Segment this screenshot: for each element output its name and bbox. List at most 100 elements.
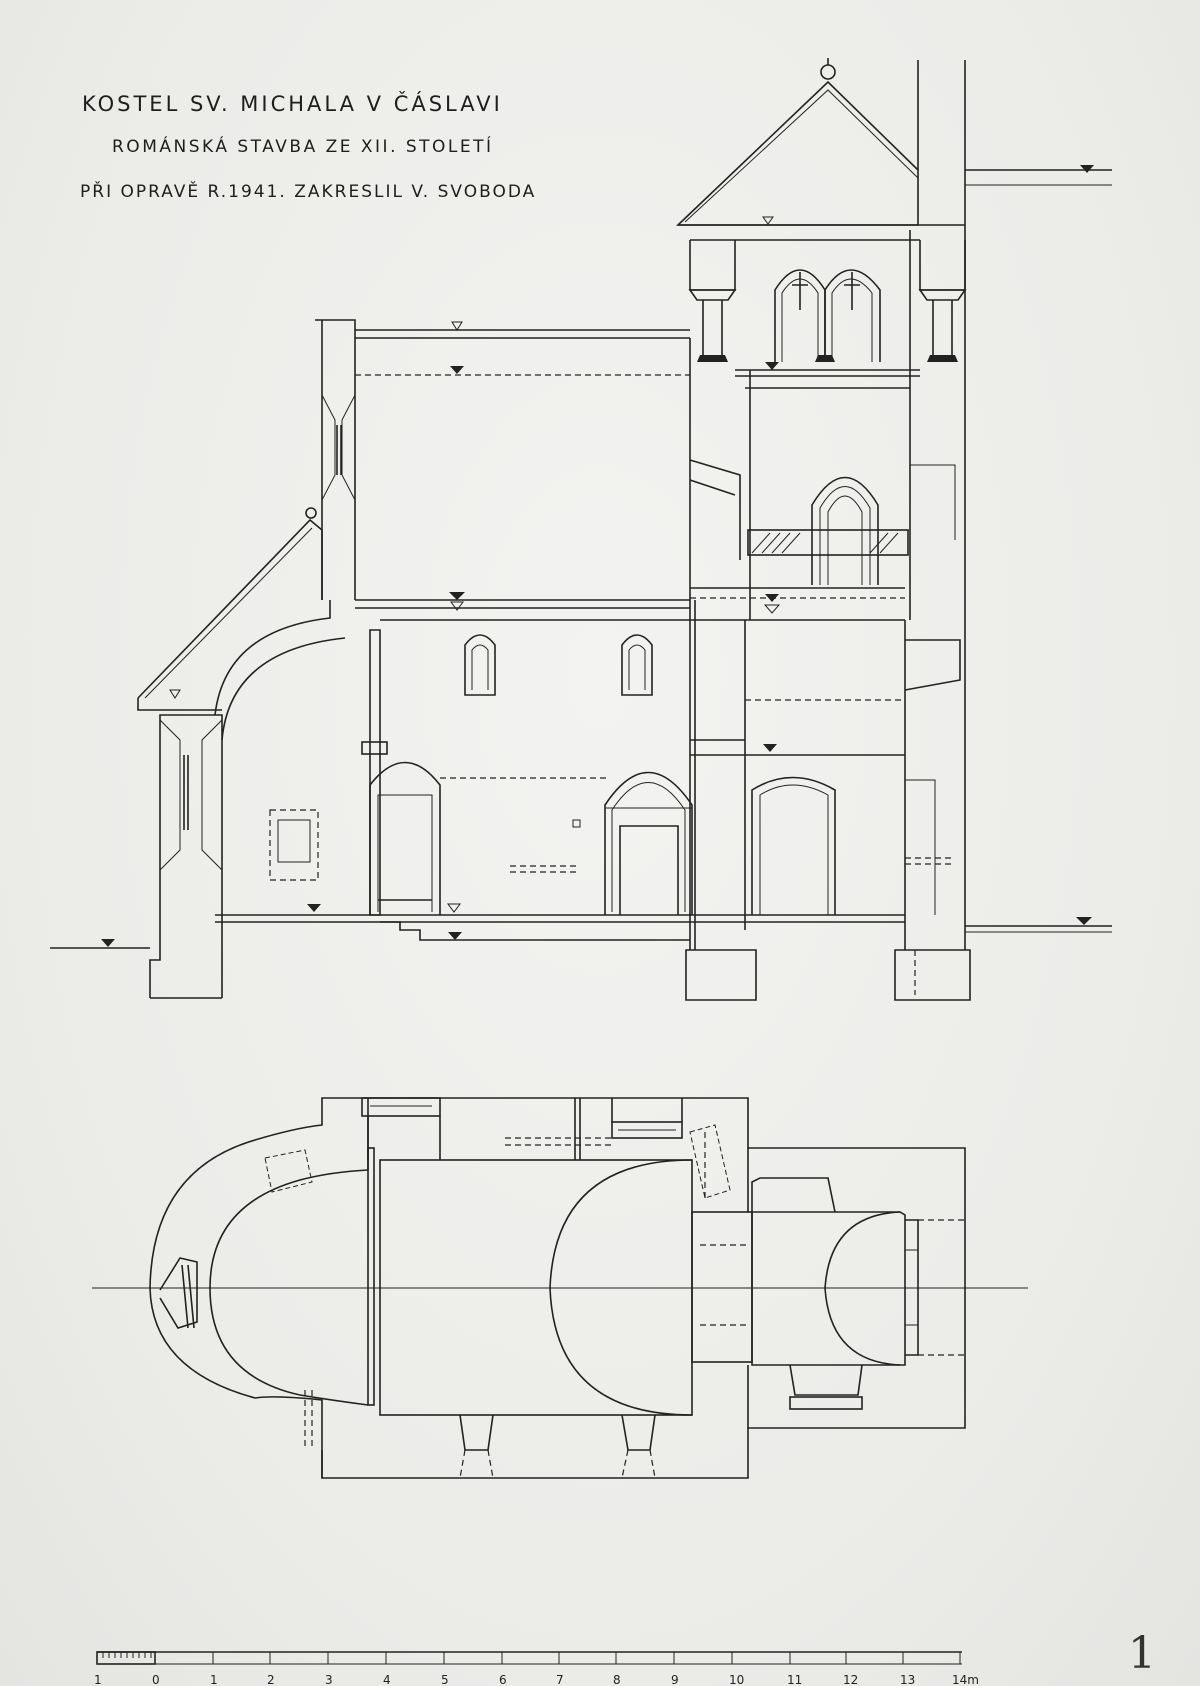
- plan-nave-vault-curve: [549, 1159, 693, 1416]
- level-marker-icon: [169, 689, 181, 699]
- level-marker-icon: [451, 321, 463, 331]
- scale-bar-label: 5: [441, 1673, 449, 1686]
- belfry-right-base: [927, 355, 958, 362]
- plan-tower-east-wall: [905, 1219, 919, 1356]
- scale-bar-label: 8: [613, 1673, 621, 1686]
- belfry-right-column: [932, 300, 953, 355]
- tower-window-arch-inner: [819, 486, 871, 585]
- section-elevation: [50, 58, 1112, 1001]
- tower-gable-inner: [684, 89, 919, 223]
- plan-tower-north: [751, 1177, 836, 1213]
- nave-window-2-inner: [628, 644, 646, 690]
- portal-bracket: [361, 741, 388, 755]
- plan-apse-window-dash: [264, 1149, 313, 1193]
- plan-north-jambs-2: [611, 1098, 683, 1122]
- belfry-window-left: [774, 269, 826, 362]
- apse-wall: [149, 714, 223, 998]
- plan-south-buttress-2: [621, 1414, 656, 1451]
- south-portal-arch-inner: [611, 782, 686, 912]
- belfry-left-base: [697, 355, 728, 362]
- annex-upper: [910, 464, 956, 540]
- plan-nave-west-pier: [367, 1147, 375, 1406]
- tower-finial: [820, 64, 836, 80]
- tower-lower-arch-inner: [759, 784, 829, 915]
- nave-window-1-inner: [471, 644, 489, 690]
- level-markers: [101, 165, 1094, 947]
- ground-plan: [92, 1097, 1028, 1479]
- tower-gable: [676, 80, 919, 226]
- level-marker-icon: [765, 362, 779, 370]
- scale-bar-label: 12: [843, 1673, 858, 1686]
- portal-pointed-arch: [369, 761, 441, 915]
- plan-north-oblique: [689, 1124, 731, 1199]
- plan-apse-east-window: [159, 1257, 198, 1329]
- apse-vault-curve: [214, 600, 331, 716]
- scale-bar-label: 6: [499, 1673, 507, 1686]
- plan-tower-passage: [691, 1211, 753, 1363]
- plan-south-dash-2: [621, 1449, 656, 1479]
- level-marker-icon: [763, 744, 777, 752]
- belfry-window-right-inner: [831, 278, 873, 362]
- cross-icon: [844, 272, 860, 310]
- plan-tower-east-dash: [918, 1219, 965, 1356]
- apse-cross-finial: [305, 507, 317, 519]
- plan-tower: [751, 1211, 906, 1366]
- plan-tower-east-lines: [905, 1249, 918, 1326]
- tower-right-edge: [917, 60, 966, 950]
- level-marker-icon: [762, 216, 774, 225]
- scale-bar-label: 7: [556, 1673, 564, 1686]
- plan-south-dash-1: [459, 1449, 494, 1479]
- belfry-left-column: [702, 300, 723, 355]
- plan-tower-dash: [700, 1244, 750, 1326]
- title-line-3: PŘI OPRAVĚ R.1941. ZAKRESLIL V. SVOBODA: [80, 182, 537, 202]
- plan-north-opening-1: [361, 1097, 441, 1117]
- niche-inner: [277, 819, 311, 863]
- tower-stair: [689, 459, 741, 560]
- level-marker-icon: [448, 932, 462, 940]
- scale-bar-subdivided-unit: [96, 1651, 156, 1665]
- belfry-left-capital: [688, 289, 737, 301]
- plan-tower-south-sill: [789, 1396, 863, 1410]
- tower-foundation-left: [685, 949, 757, 1001]
- plan-tower-apse: [824, 1211, 901, 1366]
- level-marker-icon: [450, 366, 464, 374]
- gable-window-splay: [321, 394, 356, 501]
- scale-bar-label: 14m: [952, 1673, 979, 1686]
- nave-window-2: [621, 634, 653, 696]
- apse-window-splay: [159, 719, 223, 871]
- south-portal-door: [619, 825, 679, 915]
- title-line-1: KOSTEL SV. MICHALA V ČÁSLAVI: [82, 92, 503, 116]
- level-marker-icon: [101, 939, 115, 947]
- belfry-right-block: [919, 240, 966, 291]
- level-marker-icon: [765, 594, 779, 602]
- scale-bar-label: 1: [94, 1673, 102, 1686]
- belfry-mid-base: [815, 355, 835, 362]
- scale-bar-label: 1: [210, 1673, 218, 1686]
- scale-bar-label: 4: [383, 1673, 391, 1686]
- tower-window-arch: [811, 476, 879, 585]
- level-marker-icon: [1076, 917, 1092, 925]
- plan-south-buttress-1: [459, 1414, 494, 1451]
- niche-dashed: [269, 809, 319, 881]
- plan-apse-window-line-2: [187, 1264, 195, 1329]
- tower-foundation-right: [894, 949, 971, 1001]
- scale-bar-label: 3: [325, 1673, 333, 1686]
- apse-roof-inner: [144, 527, 313, 699]
- tower-beam-hatch: [751, 532, 899, 554]
- apse-vault-inner: [221, 637, 346, 741]
- level-marker-icon: [450, 601, 464, 611]
- tower-lower-arch: [751, 776, 836, 915]
- belfry-left-block: [689, 240, 736, 291]
- plan-apse-dash: [304, 1390, 313, 1450]
- plan-outer-wall: [149, 1097, 966, 1479]
- plan-north-wall-line: [574, 1098, 581, 1160]
- scale-bar-label: 9: [671, 1673, 679, 1686]
- plan-apse-window-line: [181, 1264, 189, 1329]
- scale-bar-label: 0: [152, 1673, 160, 1686]
- portal-door-frame: [377, 794, 433, 912]
- scale-bar-label: 13: [900, 1673, 915, 1686]
- belfry-window-right: [824, 269, 881, 362]
